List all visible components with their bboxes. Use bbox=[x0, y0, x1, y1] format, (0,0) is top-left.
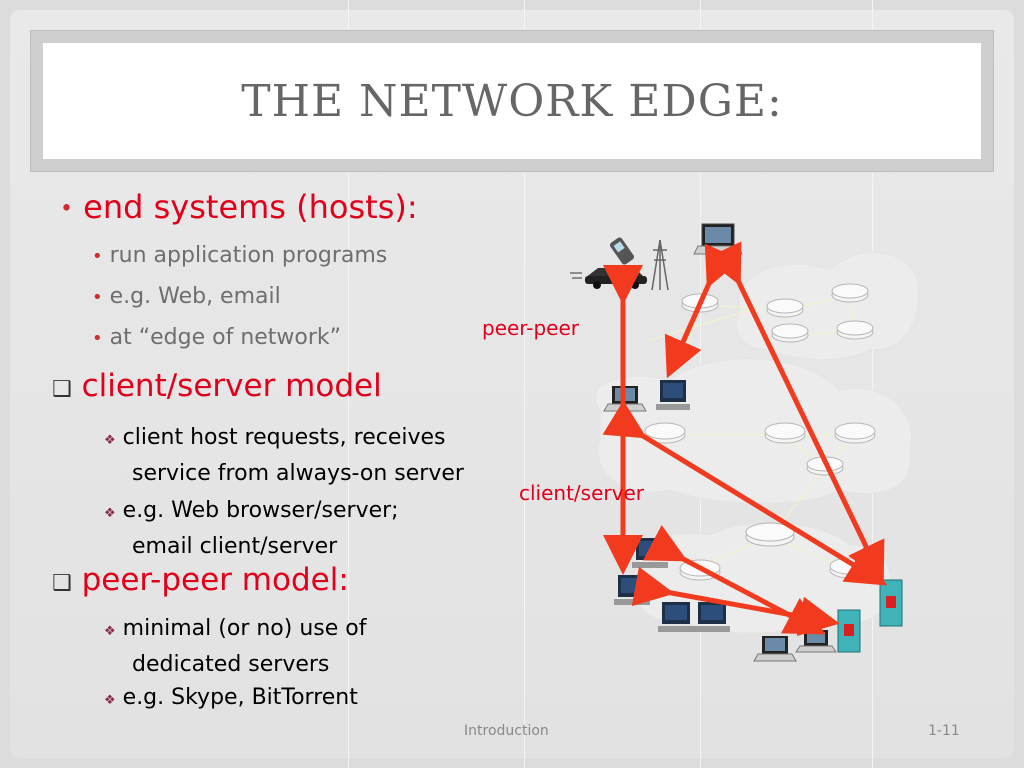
p2p-sub1-line1: minimal (or no) use of bbox=[122, 616, 367, 641]
arrow-client-server bbox=[602, 400, 888, 586]
laptop-icon bbox=[795, 630, 837, 653]
end-systems-text: end systems (hosts): bbox=[83, 188, 418, 226]
peer-peer-label: peer-peer bbox=[482, 316, 579, 340]
eg-web-text: e.g. Web, email bbox=[109, 284, 281, 309]
bullet-end-systems: • end systems (hosts): bbox=[60, 188, 418, 226]
diamond-bullet-icon: ❖ bbox=[104, 693, 116, 708]
title-inner: THE NETWORK EDGE: bbox=[43, 43, 981, 159]
footer-page-number: 1-11 bbox=[928, 723, 960, 739]
router-icon bbox=[764, 422, 806, 444]
bullet-dot: • bbox=[92, 287, 103, 308]
p2p-sub2-text: e.g. Skype, BitTorrent bbox=[122, 685, 358, 710]
network-diagram bbox=[570, 223, 919, 662]
desktop-icon bbox=[656, 380, 690, 410]
cs-sub2-line2: email client/server bbox=[132, 534, 338, 559]
bg-line bbox=[348, 0, 349, 768]
arrow-desktop-laptop bbox=[642, 524, 826, 635]
client-server-label: client/server bbox=[519, 481, 644, 505]
footer-introduction: Introduction bbox=[464, 723, 549, 739]
at-edge-text: at “edge of network” bbox=[109, 325, 342, 350]
desktop-icon bbox=[658, 602, 694, 632]
p2p-sub1-line2: dedicated servers bbox=[132, 652, 330, 677]
desktop-icon bbox=[614, 575, 650, 605]
bullet-cs-sub2: ❖ e.g. Web browser/server; email client/… bbox=[104, 494, 399, 563]
router-icon bbox=[831, 283, 869, 303]
car-icon bbox=[570, 268, 647, 289]
server-icon bbox=[837, 609, 861, 653]
bullet-dot: • bbox=[92, 246, 103, 267]
bullet-eg-web: • e.g. Web, email bbox=[92, 284, 281, 309]
arrow-peer-peer-top bbox=[664, 243, 742, 379]
router-icon bbox=[834, 422, 876, 444]
diamond-bullet-icon: ❖ bbox=[104, 506, 116, 521]
bullet-at-edge: • at “edge of network” bbox=[92, 325, 341, 350]
cloud-icon bbox=[735, 252, 919, 360]
diamond-bullet-icon: ❖ bbox=[104, 433, 116, 448]
traffic-arrows bbox=[602, 241, 888, 637]
laptop-icon bbox=[753, 636, 797, 662]
cs-sub1-line2: service from always-on server bbox=[132, 461, 464, 486]
antenna-icon bbox=[651, 239, 669, 291]
laptop-icon bbox=[693, 223, 743, 255]
desktop-icon bbox=[694, 602, 730, 632]
cellphone-icon bbox=[609, 237, 635, 265]
title-box: THE NETWORK EDGE: bbox=[30, 30, 994, 172]
cs-sub1-line1: client host requests, receives bbox=[122, 425, 446, 450]
checkbox-square-icon: ❑ bbox=[52, 377, 72, 402]
bullet-dot: • bbox=[60, 196, 73, 222]
desktop-icon bbox=[632, 538, 668, 568]
run-apps-text: run application programs bbox=[109, 243, 388, 268]
bg-line bbox=[524, 0, 525, 768]
router-icon bbox=[836, 320, 874, 340]
bullet-p2p-model: ❑ peer-peer model: bbox=[52, 562, 349, 598]
diamond-bullet-icon: ❖ bbox=[104, 624, 116, 639]
cs-sub2-line1: e.g. Web browser/server; bbox=[122, 498, 399, 523]
p2p-model-text: peer-peer model: bbox=[81, 562, 349, 598]
bullet-dot: • bbox=[92, 328, 103, 349]
client-server-model-text: client/server model bbox=[81, 368, 382, 404]
bullet-client-server-model: ❑ client/server model bbox=[52, 368, 382, 404]
bullet-p2p-sub2: ❖ e.g. Skype, BitTorrent bbox=[104, 685, 358, 710]
router-icon bbox=[771, 323, 809, 343]
router-icon bbox=[766, 298, 804, 318]
bullet-cs-sub1: ❖ client host requests, receives service… bbox=[104, 421, 464, 490]
bullet-run-apps: • run application programs bbox=[92, 243, 387, 268]
slide-title: THE NETWORK EDGE: bbox=[241, 75, 783, 127]
checkbox-square-icon: ❑ bbox=[52, 571, 72, 596]
bullet-p2p-sub1: ❖ minimal (or no) use of dedicated serve… bbox=[104, 612, 366, 681]
server-icon bbox=[879, 579, 903, 627]
